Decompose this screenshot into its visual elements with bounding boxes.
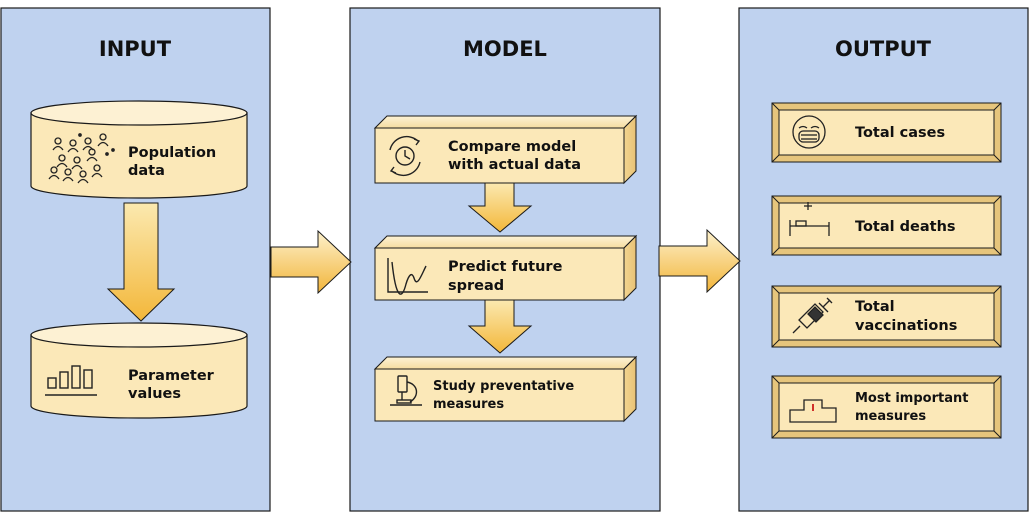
input-title: INPUT [99,37,172,61]
total-vaccinations-label-line2: vaccinations [855,318,957,334]
total-deaths-label: Total deaths [855,219,956,235]
arrow-step1-to-step2 [467,182,533,233]
bar-chart-icon [45,365,97,396]
important-measures-box [771,375,1002,439]
syringe-icon [792,297,833,334]
parameter-values-label-line2: values [128,386,181,402]
population-data-label-line1: Population [128,145,216,161]
study-measures-label-line2: measures [433,397,504,412]
total-cases-label: Total cases [855,125,945,141]
hospital-bed-icon [789,202,830,236]
total-cases-box [771,102,1002,163]
wave-curve-icon [387,258,428,295]
arrow-input-to-model [270,229,352,295]
podium-icon [789,399,837,423]
masked-face-icon [792,115,826,149]
output-title: OUTPUT [835,37,932,61]
total-vaccinations-label-line1: Total [855,299,895,315]
clock-cycle-icon [389,135,421,177]
model-title: MODEL [463,37,547,61]
compare-model-label-line1: Compare model [448,139,576,155]
compare-model-box [373,114,638,185]
important-measures-label-line1: Most important [855,391,968,406]
people-crowd-icon [48,133,115,184]
study-measures-label-line1: Study preventative [433,379,574,394]
microscope-icon [390,375,422,406]
predict-spread-label-line2: spread [448,278,504,294]
predict-spread-label-line1: Predict future [448,259,563,275]
compare-model-label-line2: with actual data [448,157,581,173]
population-data-label-line2: data [128,163,165,179]
arrow-population-to-parameters [106,202,176,322]
parameter-values-label-line1: Parameter [128,368,215,384]
arrow-model-to-output [658,228,741,294]
parameter-values-database [30,322,248,419]
arrow-step2-to-step3 [467,299,533,354]
important-measures-label-line2: measures [855,409,926,424]
